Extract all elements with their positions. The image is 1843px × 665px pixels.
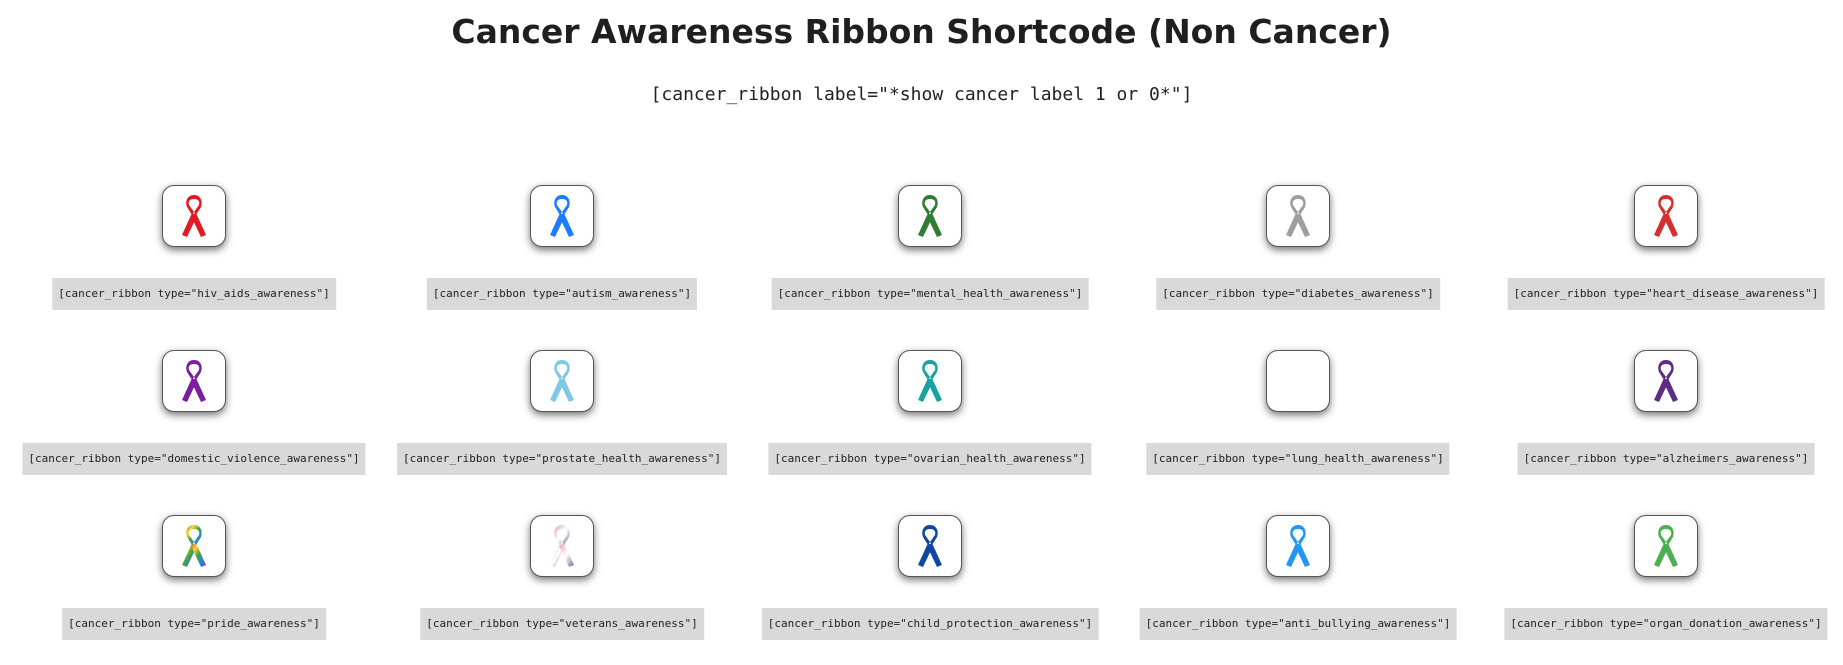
awareness-ribbon-icon xyxy=(1283,358,1313,404)
ribbon-icon-box xyxy=(1634,185,1698,247)
page-title: Cancer Awareness Ribbon Shortcode (Non C… xyxy=(451,12,1392,51)
ribbon-item: [cancer_ribbon type="organ_donation_awar… xyxy=(1482,515,1843,665)
ribbon-shortcode: [cancer_ribbon type="alzheimers_awarenes… xyxy=(1517,443,1815,475)
ribbon-icon-box xyxy=(898,350,962,412)
ribbon-icon-box xyxy=(898,185,962,247)
ribbon-shortcode: [cancer_ribbon type="lung_health_awarene… xyxy=(1146,443,1450,475)
ribbon-item: [cancer_ribbon type="child_protection_aw… xyxy=(746,515,1114,665)
ribbon-item: [cancer_ribbon type="veterans_awareness"… xyxy=(378,515,746,665)
awareness-ribbon-icon xyxy=(182,525,206,567)
awareness-ribbon-icon xyxy=(550,360,574,402)
ribbon-item: [cancer_ribbon type="anti_bullying_aware… xyxy=(1114,515,1482,665)
ribbon-icon-box xyxy=(1634,515,1698,577)
awareness-ribbon-icon xyxy=(1286,195,1310,237)
ribbon-item: [cancer_ribbon type="alzheimers_awarenes… xyxy=(1482,350,1843,500)
ribbon-shortcode: [cancer_ribbon type="hiv_aids_awareness"… xyxy=(52,278,336,310)
ribbon-icon-box xyxy=(1266,185,1330,247)
awareness-ribbon-icon xyxy=(182,195,206,237)
ribbon-shortcode: [cancer_ribbon type="mental_health_aware… xyxy=(771,278,1089,310)
ribbon-icon-box xyxy=(162,350,226,412)
ribbon-shortcode: [cancer_ribbon type="ovarian_health_awar… xyxy=(768,443,1092,475)
ribbon-icon-box xyxy=(162,515,226,577)
awareness-ribbon-icon xyxy=(918,195,942,237)
awareness-ribbon-icon xyxy=(550,195,574,237)
awareness-ribbon-icon xyxy=(918,360,942,402)
ribbon-item: [cancer_ribbon type="pride_awareness"] xyxy=(10,515,378,665)
ribbon-item: [cancer_ribbon type="heart_disease_aware… xyxy=(1482,185,1843,335)
ribbon-item: [cancer_ribbon type="mental_health_aware… xyxy=(746,185,1114,335)
ribbon-item: [cancer_ribbon type="prostate_health_awa… xyxy=(378,350,746,500)
ribbon-icon-box xyxy=(162,185,226,247)
ribbon-icon-box xyxy=(1266,515,1330,577)
ribbon-shortcode: [cancer_ribbon type="prostate_health_awa… xyxy=(397,443,727,475)
ribbon-icon-box xyxy=(530,350,594,412)
ribbon-icon-box xyxy=(530,515,594,577)
ribbon-item: [cancer_ribbon type="ovarian_health_awar… xyxy=(746,350,1114,500)
ribbon-shortcode: [cancer_ribbon type="heart_disease_aware… xyxy=(1507,278,1825,310)
ribbon-shortcode: [cancer_ribbon type="child_protection_aw… xyxy=(761,608,1099,640)
awareness-ribbon-icon xyxy=(550,525,574,567)
awareness-ribbon-icon xyxy=(1654,525,1678,567)
ribbon-icon-box xyxy=(898,515,962,577)
ribbon-item: [cancer_ribbon type="hiv_aids_awareness"… xyxy=(10,185,378,335)
ribbon-shortcode: [cancer_ribbon type="pride_awareness"] xyxy=(62,608,326,640)
awareness-ribbon-icon xyxy=(918,525,942,567)
ribbon-icon-box xyxy=(1634,350,1698,412)
ribbon-shortcode: [cancer_ribbon type="organ_donation_awar… xyxy=(1504,608,1828,640)
awareness-ribbon-icon xyxy=(182,360,206,402)
ribbon-icon-box xyxy=(530,185,594,247)
awareness-ribbon-icon xyxy=(1654,195,1678,237)
ribbon-item: [cancer_ribbon type="autism_awareness"] xyxy=(378,185,746,335)
ribbon-shortcode: [cancer_ribbon type="autism_awareness"] xyxy=(426,278,698,310)
ribbon-item: [cancer_ribbon type="lung_health_awarene… xyxy=(1114,350,1482,500)
ribbon-shortcode: [cancer_ribbon type="veterans_awareness"… xyxy=(420,608,704,640)
awareness-ribbon-icon xyxy=(1654,360,1678,402)
ribbon-shortcode: [cancer_ribbon type="domestic_violence_a… xyxy=(22,443,366,475)
ribbon-icon-box xyxy=(1266,350,1330,412)
ribbon-item: [cancer_ribbon type="domestic_violence_a… xyxy=(10,350,378,500)
ribbon-shortcode: [cancer_ribbon type="anti_bullying_aware… xyxy=(1139,608,1457,640)
ribbon-shortcode: [cancer_ribbon type="diabetes_awareness"… xyxy=(1156,278,1440,310)
awareness-ribbon-icon xyxy=(1286,525,1310,567)
ribbon-item: [cancer_ribbon type="diabetes_awareness"… xyxy=(1114,185,1482,335)
usage-shortcode: [cancer_ribbon label="*show cancer label… xyxy=(650,84,1193,105)
